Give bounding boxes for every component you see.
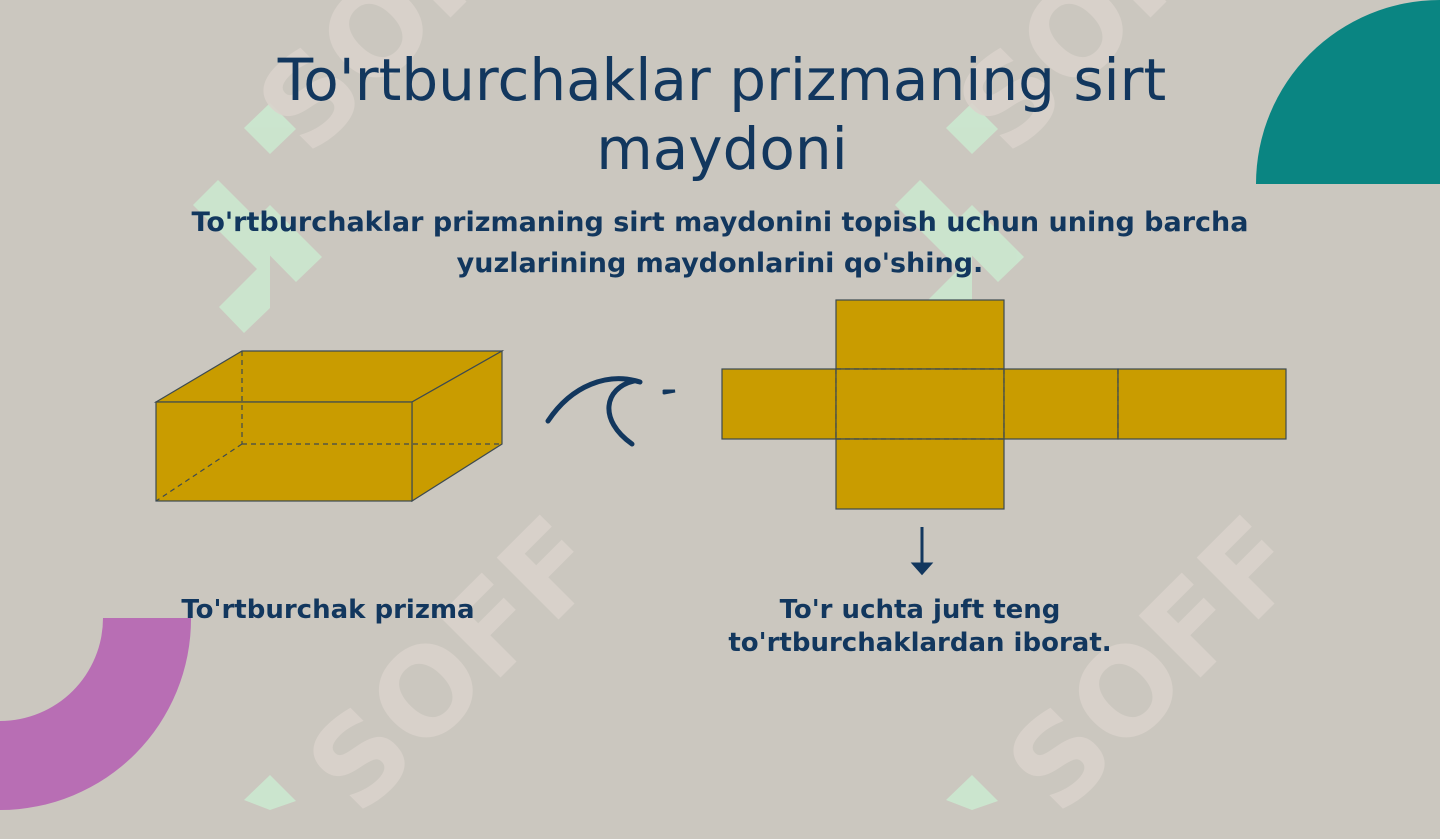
prism-front-face bbox=[155, 401, 413, 502]
net-face-back bbox=[1117, 368, 1287, 440]
prism-caption: To'rtburchak prizma bbox=[181, 595, 475, 625]
prism-net bbox=[721, 299, 1287, 510]
net-face-right bbox=[1003, 368, 1119, 440]
slide-subtitle: To'rtburchaklar prizmaning sirt maydonin… bbox=[191, 207, 1249, 279]
net-face-center bbox=[835, 368, 1005, 440]
diagram-canvas bbox=[153, 299, 1287, 576]
net-fold-lines bbox=[835, 368, 1119, 440]
magenta-arc-shape bbox=[0, 618, 192, 810]
prism-hidden-edges bbox=[155, 351, 502, 502]
slide-title: To'rtburchaklar prizmaning sirt maydoni bbox=[277, 46, 1167, 183]
teal-corner-shape bbox=[1256, 0, 1440, 184]
net-face-left bbox=[721, 368, 837, 440]
down-arrow-icon bbox=[910, 527, 934, 576]
net-face-top bbox=[835, 299, 1005, 370]
background-decoration bbox=[0, 0, 1440, 810]
net-caption: To'r uchta juft teng to'rtburchaklardan … bbox=[728, 595, 1112, 658]
rectangular-prism bbox=[153, 349, 505, 503]
net-face-bottom bbox=[835, 438, 1005, 510]
curved-arrow-icon bbox=[545, 376, 676, 447]
